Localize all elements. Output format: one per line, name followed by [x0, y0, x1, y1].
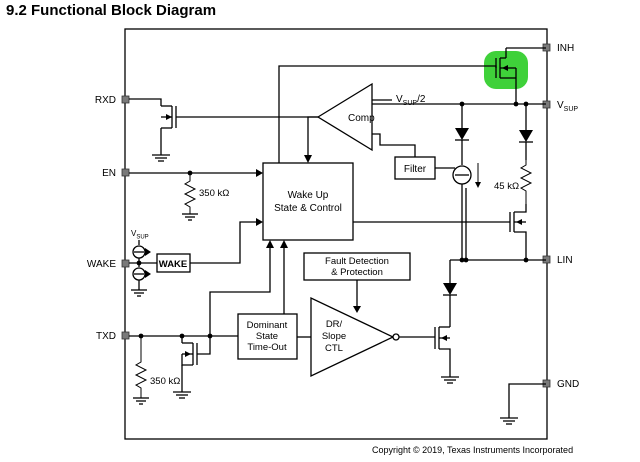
pin-lin-label: LIN — [557, 255, 573, 266]
dr-label-1: DR/ — [326, 319, 343, 330]
pin-en-label: EN — [102, 168, 116, 179]
wake-block-label: WAKE — [159, 259, 188, 270]
fault-block: Fault Detection & Protection — [303, 252, 411, 313]
en-input: 350 kΩ — [129, 169, 263, 221]
fault-label-2: & Protection — [331, 267, 383, 278]
comparator: Comp VSUP/2 — [304, 82, 426, 163]
gnd-connection — [500, 383, 546, 425]
pin-wake-marker — [121, 259, 130, 268]
txd-input: 350 kΩ — [129, 240, 274, 405]
dr-label-3: CTL — [325, 343, 343, 354]
pin-vsup: VSUP — [542, 100, 578, 113]
dr-label-2: Slope — [322, 331, 346, 342]
lin-resistor-label: 45 kΩ — [494, 181, 519, 192]
pin-rxd-marker — [121, 95, 130, 104]
dr-inverter-bubble — [392, 333, 400, 341]
lin-driver — [434, 260, 459, 384]
pin-txd-marker — [121, 331, 130, 340]
pin-inh: INH — [542, 43, 574, 54]
device-outline — [124, 28, 548, 440]
filter-to-comp-wire — [372, 133, 416, 157]
pin-rxd: RXD — [95, 95, 130, 106]
dominant-label-1: Dominant — [247, 320, 288, 331]
vsup-diode-2 — [519, 130, 533, 142]
current-direction-arrow — [475, 182, 481, 188]
pin-gnd: GND — [542, 379, 579, 390]
wake-to-wakeup-wire — [190, 221, 257, 264]
pin-inh-label: INH — [557, 43, 574, 54]
comp-label: Comp — [348, 113, 375, 124]
lin-resistor — [519, 160, 533, 204]
lin-pullup-branch: 45 kΩ — [494, 104, 533, 260]
wakeup-label-2: State & Control — [274, 203, 342, 214]
inh-body-arrow — [502, 65, 508, 71]
dominant-label-3: Time-Out — [247, 342, 287, 353]
filter-block: Filter — [394, 156, 455, 180]
wakeup-box — [262, 162, 354, 241]
dominant-label-2: State — [256, 331, 278, 342]
lin-driver-diode — [443, 283, 457, 295]
inh-mosfet — [278, 47, 546, 163]
pin-wake: WAKE — [87, 259, 130, 270]
vsup-half-label: VSUP/2 — [396, 94, 426, 107]
gnd-wire — [508, 383, 546, 418]
pin-txd: TXD — [96, 331, 130, 342]
pin-gnd-label: GND — [557, 379, 579, 390]
copyright-note: Copyright © 2019, Texas Instruments Inco… — [372, 445, 574, 455]
txd-resistor-label: 350 kΩ — [150, 376, 180, 387]
pin-wake-label: WAKE — [87, 259, 116, 270]
pin-vsup-label: VSUP — [557, 100, 578, 113]
comp-output-wire — [307, 116, 318, 157]
wakeup-block: Wake Up State & Control — [262, 162, 510, 241]
rxd-wire — [129, 98, 162, 106]
rxd-mosfet — [129, 98, 318, 162]
wake-input: VSUP WAKE — [129, 218, 263, 297]
vsup-diode-1 — [455, 128, 469, 140]
fault-label-1: Fault Detection — [325, 256, 389, 267]
wake-vsup-label: VSUP — [131, 229, 149, 241]
wakeup-label-1: Wake Up — [288, 190, 329, 201]
filter-label: Filter — [404, 164, 427, 175]
txd-to-wakeup-wire — [197, 246, 271, 355]
fault-box — [303, 252, 411, 281]
dr-slope-block: DR/ Slope CTL — [310, 296, 435, 378]
dominant-timeout-block: Dominant State Time-Out — [237, 240, 311, 360]
comp-triangle — [316, 82, 373, 152]
pin-rxd-label: RXD — [95, 95, 116, 106]
en-resistor-label: 350 kΩ — [199, 188, 229, 199]
page-title: 9.2 Functional Block Diagram — [6, 2, 217, 19]
pin-en-marker — [121, 168, 130, 177]
pin-txd-label: TXD — [96, 331, 116, 342]
lin-receiver-branch — [452, 104, 481, 260]
en-resistor — [183, 173, 197, 214]
inh-gate-wire — [278, 65, 497, 163]
txd-resistor — [134, 336, 148, 398]
